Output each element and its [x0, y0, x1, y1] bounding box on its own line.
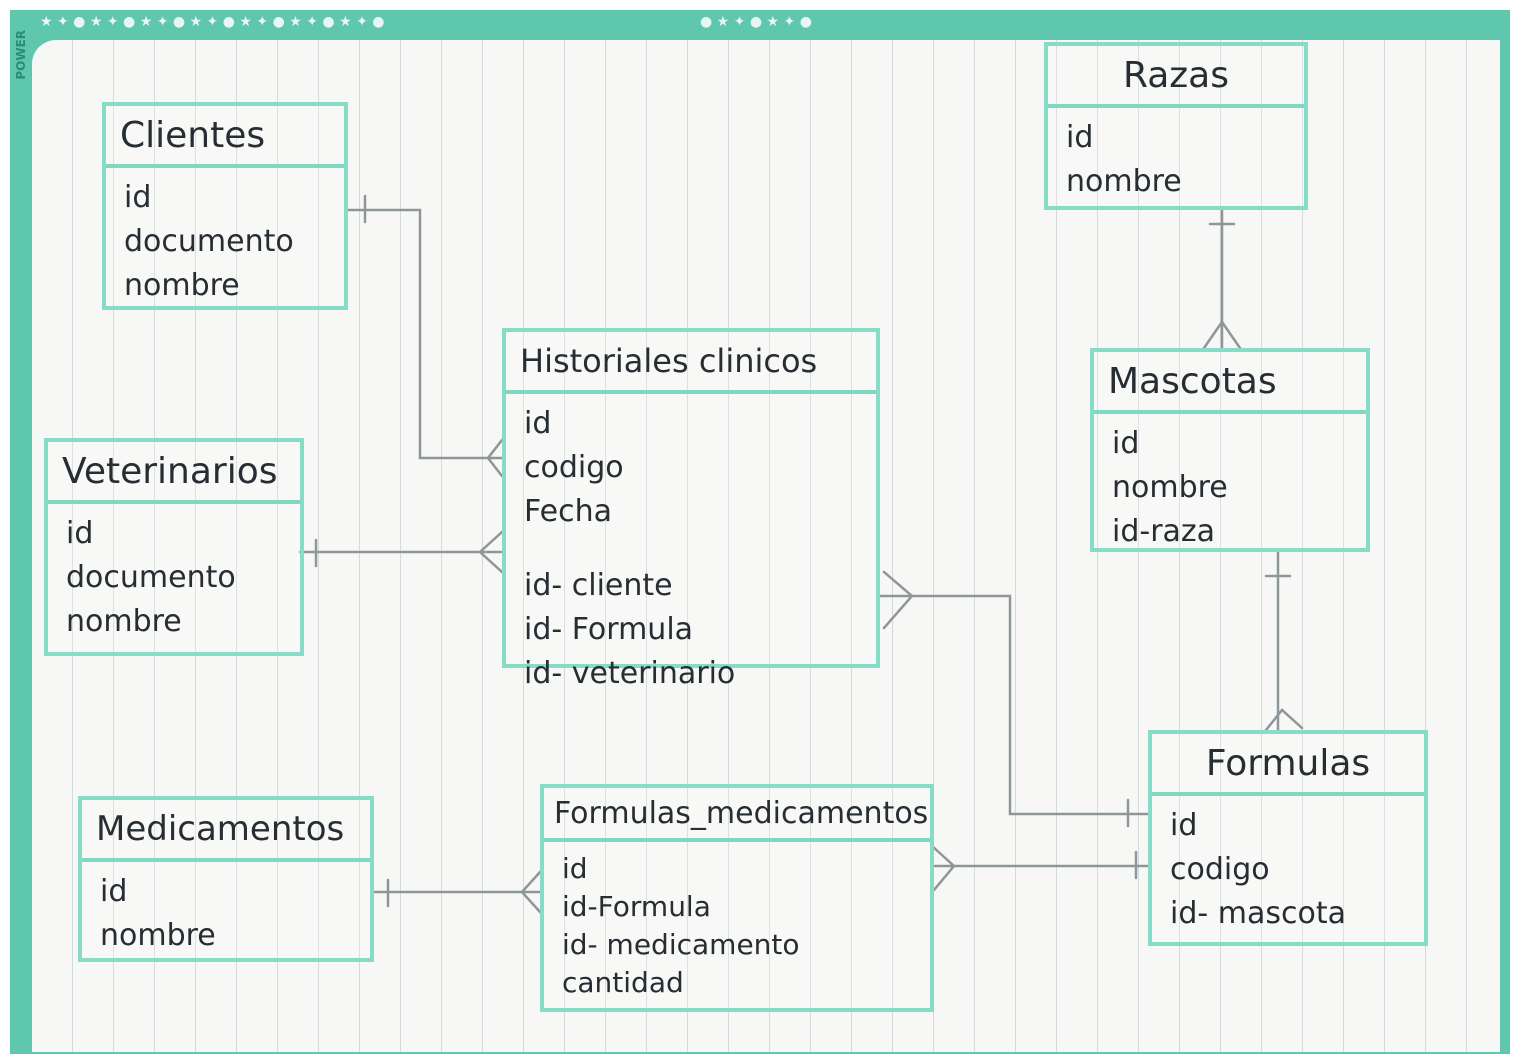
entity-field: id- cliente: [524, 568, 673, 603]
entity-field: Fecha: [524, 494, 612, 529]
entity-field: id-Formula: [562, 890, 711, 923]
entity-medicamentos: Medicamentos id nombre: [78, 796, 374, 962]
entity-title: Razas: [1048, 46, 1304, 108]
entity-formulas: Formulas id codigo id- mascota: [1148, 730, 1428, 946]
entity-field: documento: [66, 560, 236, 595]
entity-clientes: Clientes id documento nombre: [102, 102, 348, 310]
brand-text: POWER: [14, 30, 28, 80]
entity-field: id: [124, 180, 152, 215]
entity-razas: Razas id nombre: [1044, 42, 1308, 210]
entity-title: Clientes: [106, 106, 344, 168]
entity-title: Medicamentos: [82, 800, 370, 862]
entity-field: id: [524, 406, 552, 441]
entity-field: codigo: [524, 450, 624, 485]
entity-field: id: [1112, 426, 1140, 461]
entity-title: Formulas: [1152, 734, 1424, 796]
entity-field: nombre: [1066, 164, 1182, 199]
star-pattern: ● ★ ✦ ● ★ ✦ ●: [700, 14, 812, 30]
entity-field: id: [1170, 808, 1198, 843]
entity-veterinarios: Veterinarios id documento nombre: [44, 438, 304, 656]
entity-field: id-raza: [1112, 514, 1216, 549]
entity-field: id: [1066, 120, 1094, 155]
entity-field: documento: [124, 224, 294, 259]
entity-field: nombre: [100, 918, 216, 953]
entity-field: nombre: [1112, 470, 1228, 505]
entity-field: nombre: [124, 268, 240, 303]
entity-title: Veterinarios: [48, 442, 300, 504]
entity-field: codigo: [1170, 852, 1270, 887]
entity-field: id- Formula: [524, 612, 694, 647]
entity-title: Mascotas: [1094, 352, 1366, 414]
entity-field: nombre: [66, 604, 182, 639]
entity-field: cantidad: [562, 966, 684, 999]
star-pattern: ★ ✦ ● ★ ✦ ● ★ ✦ ● ★ ✦ ● ★ ✦ ● ★ ✦ ● ★ ✦ …: [40, 14, 385, 30]
entity-mascotas: Mascotas id nombre id-raza: [1090, 348, 1370, 552]
entity-field: id- veterinario: [524, 656, 736, 691]
entity-field: id- mascota: [1170, 896, 1346, 931]
entity-field: id- medicamento: [562, 928, 800, 961]
entity-title: Historiales clinicos: [506, 332, 876, 394]
entity-field: id: [562, 852, 588, 885]
entity-title: Formulas_medicamentos: [544, 788, 930, 842]
entity-field: id: [100, 874, 128, 909]
entity-field: id: [66, 516, 94, 551]
entity-formulas-medicamentos: Formulas_medicamentos id id-Formula id- …: [540, 784, 934, 1012]
entity-historiales-clinicos: Historiales clinicos id codigo Fecha id-…: [502, 328, 880, 691]
